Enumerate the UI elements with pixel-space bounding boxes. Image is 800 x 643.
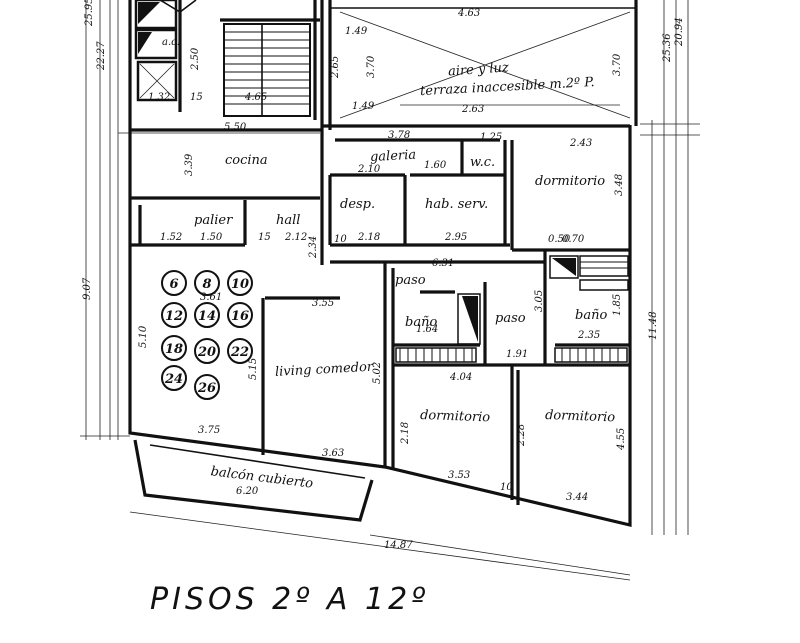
dimension-lines — [80, 0, 700, 581]
svg-text:3.53: 3.53 — [448, 470, 470, 481]
room-label-hall: hall — [276, 213, 300, 228]
svg-text:2.18: 2.18 — [400, 422, 411, 445]
svg-text:1.32: 1.32 — [148, 92, 170, 103]
room-label-cocina: cocina — [225, 153, 268, 168]
svg-text:25.36: 25.36 — [662, 33, 673, 63]
svg-text:5.10: 5.10 — [138, 325, 149, 348]
svg-text:2.12: 2.12 — [284, 232, 307, 243]
svg-text:0.50: 0.50 — [548, 234, 571, 245]
svg-text:4.04: 4.04 — [449, 372, 472, 383]
svg-text:2.50: 2.50 — [190, 47, 201, 71]
svg-text:2.18: 2.18 — [357, 232, 380, 243]
unit-24: 24 — [164, 372, 183, 387]
room-label-hab-serv: hab. serv. — [425, 197, 488, 212]
svg-text:3.05: 3.05 — [534, 290, 545, 312]
svg-text:5.02: 5.02 — [372, 362, 383, 384]
unit-6: 6 — [169, 277, 178, 292]
svg-text:2.28: 2.28 — [516, 424, 527, 447]
svg-text:20.94: 20.94 — [674, 17, 685, 47]
svg-text:3.63: 3.63 — [322, 448, 344, 459]
svg-text:4.63: 4.63 — [457, 8, 480, 19]
hatched-blocks — [395, 255, 629, 363]
svg-text:3.44: 3.44 — [566, 492, 588, 503]
svg-text:2.63: 2.63 — [461, 104, 484, 115]
room-label-desp: desp. — [340, 197, 375, 212]
svg-text:11.48: 11.48 — [648, 311, 659, 340]
svg-text:1.49: 1.49 — [345, 26, 368, 37]
svg-text:3.39: 3.39 — [184, 153, 195, 176]
room-label-aire-luz: aire y luz — [448, 60, 510, 79]
unit-16: 16 — [231, 309, 249, 324]
room-label-bano-1: baño — [405, 315, 437, 330]
svg-text:2.34: 2.34 — [308, 236, 319, 259]
svg-text:1.85: 1.85 — [612, 294, 623, 316]
svg-text:2.10: 2.10 — [357, 164, 381, 175]
svg-text:3.70: 3.70 — [612, 53, 623, 76]
svg-text:3.78: 3.78 — [388, 130, 410, 141]
room-label-dormitorio-2: dormitorio — [420, 408, 491, 425]
svg-text:1.52: 1.52 — [160, 232, 182, 243]
svg-text:10: 10 — [334, 234, 347, 245]
svg-text:1.64: 1.64 — [416, 324, 438, 335]
svg-text:2.65: 2.65 — [330, 56, 341, 79]
unit-18: 18 — [165, 342, 183, 357]
balcony — [133, 439, 374, 522]
svg-text:2.35: 2.35 — [577, 330, 600, 341]
svg-text:9.07: 9.07 — [82, 277, 93, 300]
unit-14: 14 — [198, 309, 216, 324]
svg-text:15: 15 — [258, 232, 271, 243]
svg-text:5.50: 5.50 — [224, 122, 247, 133]
svg-text:6.31: 6.31 — [432, 258, 454, 269]
light-well — [339, 11, 631, 119]
svg-text:1.91: 1.91 — [506, 349, 528, 360]
svg-text:2.43: 2.43 — [569, 138, 592, 149]
room-label-paso-1: paso — [395, 273, 426, 288]
svg-text:4.65: 4.65 — [244, 92, 267, 103]
svg-text:3.48: 3.48 — [614, 174, 625, 196]
dimension-texts: 4.63 1.49 1.49 2.63 4.65 1.32 5.50 3.78 … — [82, 0, 685, 551]
unit-26: 26 — [197, 381, 216, 396]
svg-text:3.55: 3.55 — [312, 298, 334, 309]
unit-8: 8 — [202, 277, 211, 292]
svg-text:1.60: 1.60 — [424, 160, 447, 171]
floor-caption: PISOS 2º A 12º — [150, 582, 430, 617]
svg-text:1.50: 1.50 — [200, 232, 223, 243]
svg-text:3.75: 3.75 — [198, 425, 220, 436]
elevator-shafts — [128, 0, 197, 130]
room-label-dormitorio-1: dormitorio — [535, 174, 605, 189]
room-label-palier: palier — [194, 213, 233, 228]
svg-text:0.70: 0.70 — [562, 234, 585, 245]
svg-text:25.95: 25.95 — [84, 0, 95, 27]
room-label-paso-2: paso — [495, 311, 526, 326]
unit-12: 12 — [165, 309, 183, 324]
svg-text:10: 10 — [500, 482, 513, 493]
svg-text:14.87: 14.87 — [384, 540, 413, 551]
unit-markers: 6 8 10 12 14 16 18 20 22 24 26 — [161, 270, 253, 400]
svg-text:3.61: 3.61 — [200, 292, 222, 303]
unit-10: 10 — [231, 277, 249, 292]
unit-20: 20 — [197, 345, 216, 360]
svg-text:4.55: 4.55 — [616, 428, 627, 451]
room-label-wc: w.c. — [470, 155, 495, 170]
room-label-dormitorio-3: dormitorio — [545, 408, 616, 425]
svg-text:15: 15 — [190, 92, 203, 103]
stairwell — [220, 0, 320, 120]
unit-22: 22 — [230, 345, 249, 360]
svg-text:6.20: 6.20 — [236, 486, 259, 497]
svg-text:1.49: 1.49 — [352, 101, 375, 112]
room-label-ac: a.c. — [162, 37, 180, 48]
svg-text:2.95: 2.95 — [444, 232, 467, 243]
svg-text:22.27: 22.27 — [96, 41, 107, 71]
svg-text:1.25: 1.25 — [480, 132, 502, 143]
room-label-living: living comedor — [275, 360, 375, 380]
svg-text:3.70: 3.70 — [366, 55, 377, 78]
room-label-bano-2: baño — [575, 308, 607, 323]
room-label-galeria: galeria — [370, 148, 417, 165]
svg-text:5.15: 5.15 — [248, 358, 259, 380]
interior-walls — [130, 138, 630, 505]
